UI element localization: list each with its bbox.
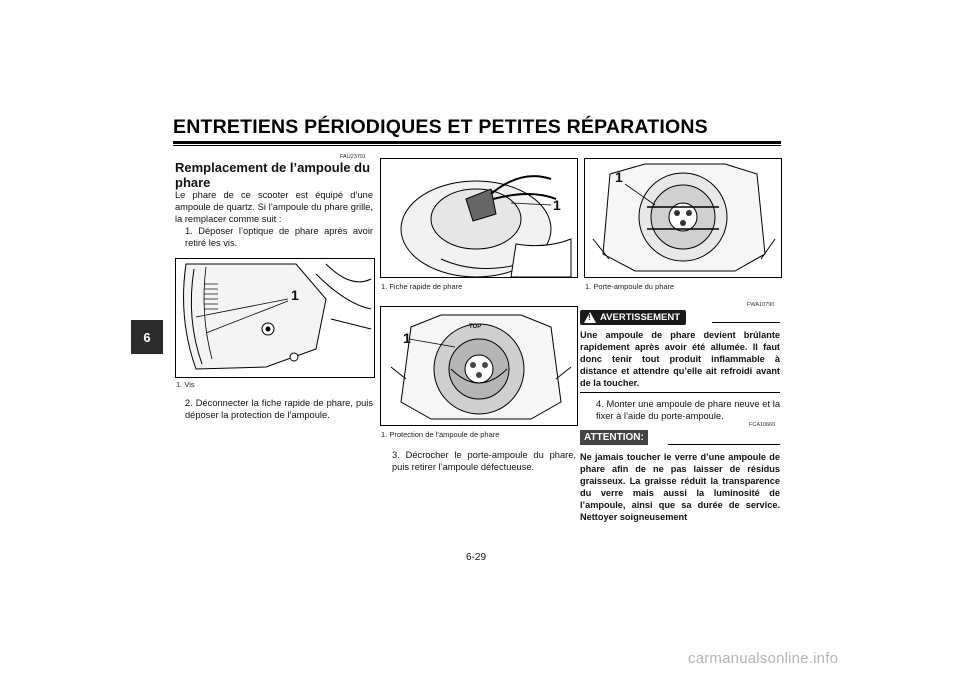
headlight-connector-illustration bbox=[400, 175, 572, 277]
caution-badge: ATTENTION: bbox=[580, 430, 648, 445]
step-3-text: Décrocher le porte-ampoule du phare, pui… bbox=[392, 450, 576, 472]
bulb-cover-illustration bbox=[390, 314, 572, 420]
warning-code: FWA10790 bbox=[747, 302, 775, 308]
caution-text: Ne jamais toucher le verre d’une ampoule… bbox=[580, 452, 780, 523]
figure-bulb-cover: TOP 1 bbox=[380, 306, 578, 426]
figure-connector-callout: 1 bbox=[553, 197, 561, 213]
figure-bulb-cover-label: TOP bbox=[469, 324, 482, 330]
figure-connector: 1 bbox=[380, 158, 578, 278]
chapter-tab: 6 bbox=[131, 320, 163, 354]
step-4: 4. Monter une ampoule de phare neuve et … bbox=[596, 398, 780, 422]
warning-icon: ! bbox=[584, 312, 596, 323]
caution-code: FCA10660 bbox=[749, 422, 776, 428]
figure-bulb-holder: 1 bbox=[584, 158, 782, 278]
figure-connector-caption: 1. Fiche rapide de phare bbox=[381, 282, 463, 291]
step-2-number: 2. bbox=[185, 398, 193, 408]
header-rule-thin bbox=[173, 145, 781, 146]
page-header-title: ENTRETIENS PÉRIODIQUES ET PETITES RÉPARA… bbox=[173, 116, 708, 138]
warning-rule-top bbox=[712, 322, 780, 323]
step-1-text: Déposer l’optique de phare après avoir r… bbox=[185, 226, 373, 248]
section-title: Remplacement de l’ampoule du phare bbox=[175, 160, 371, 190]
figure-bulb-cover-callout: 1 bbox=[403, 330, 411, 346]
step-4-number: 4. bbox=[596, 399, 604, 409]
bulb-holder-illustration bbox=[592, 163, 776, 272]
warning-text: Une ampoule de phare devient brûlante ra… bbox=[580, 330, 780, 389]
section-code: FAU23791 bbox=[340, 154, 366, 160]
warning-label: AVERTISSEMENT bbox=[600, 312, 681, 323]
figure-bulb-cover-caption: 1. Protection de l’ampoule de phare bbox=[381, 430, 500, 439]
step-3: 3. Décrocher le porte-ampoule du phare, … bbox=[392, 449, 576, 473]
step-1-number: 1. bbox=[185, 226, 193, 236]
caution-rule bbox=[668, 444, 780, 445]
figure-screws: 1 bbox=[175, 258, 375, 378]
warning-badge: ! AVERTISSEMENT bbox=[580, 310, 687, 325]
step-1: 1. Déposer l’optique de phare après avoi… bbox=[185, 225, 373, 249]
figure-bulb-holder-caption: 1. Porte-ampoule du phare bbox=[585, 282, 675, 291]
step-4-text: Monter une ampoule de phare neuve et la … bbox=[596, 399, 780, 421]
step-2: 2. Déconnecter la fiche rapide de phare,… bbox=[185, 397, 373, 421]
figure-bulb-holder-callout: 1 bbox=[615, 169, 623, 185]
headlight-screws-illustration bbox=[183, 263, 372, 370]
page-number: 6-29 bbox=[466, 552, 487, 563]
watermark: carmanualsonline.info bbox=[688, 650, 839, 667]
header-rule bbox=[173, 141, 781, 144]
step-2-text: Déconnecter la fiche rapide de phare, pu… bbox=[185, 398, 373, 420]
warning-rule-bottom bbox=[580, 392, 780, 393]
figure-screws-callout: 1 bbox=[291, 287, 299, 303]
figure-screws-caption: 1. Vis bbox=[176, 380, 195, 389]
warning-header: ! AVERTISSEMENT bbox=[580, 310, 780, 328]
step-3-number: 3. bbox=[392, 450, 400, 460]
intro-paragraph: Le phare de ce scooter est équipé d’une … bbox=[175, 190, 373, 224]
